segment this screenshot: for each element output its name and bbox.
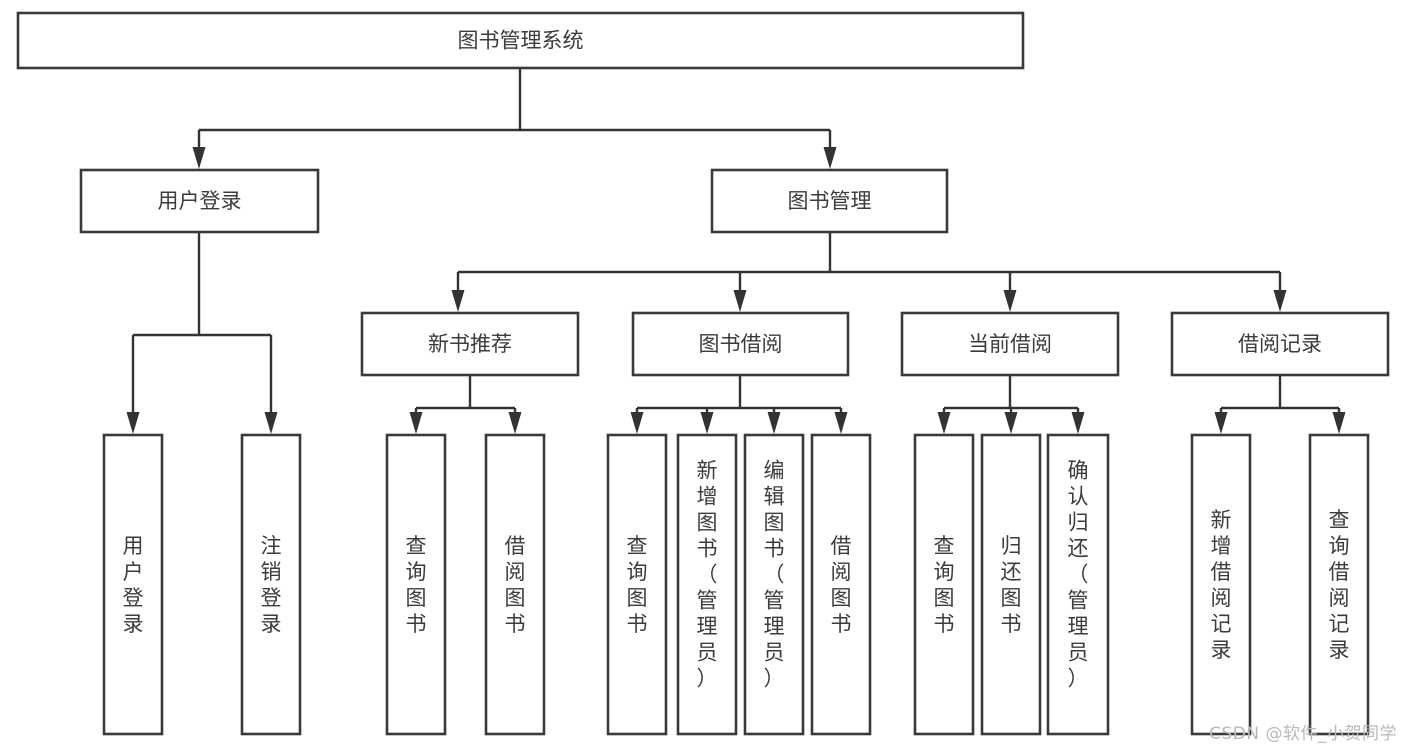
node-level3-0-label: 新书推荐 — [428, 332, 512, 356]
arrow-head-icon — [451, 290, 465, 312]
node-leaf-2[interactable]: 查询图书 — [385, 433, 447, 736]
node-leaf-6[interactable]: 编辑图书（管理员） — [743, 433, 805, 736]
node-leaf-10-label: 确认归还（管理员） — [1068, 458, 1089, 690]
node-leaf-1[interactable]: 注销登录 — [240, 433, 302, 736]
node-root-title[interactable]: 图书管理系统 — [16, 11, 1025, 70]
arrow-head-icon — [508, 412, 522, 434]
node-leaf-9[interactable]: 归还图书 — [980, 433, 1042, 736]
arrow-head-icon — [700, 412, 714, 434]
node-root-title-label: 图书管理系统 — [458, 29, 584, 53]
arrow-head-icon — [1332, 412, 1346, 434]
csdn-watermark: CSDN @软件_小贺同学 — [1209, 724, 1397, 744]
node-leaf-4[interactable]: 查询图书 — [606, 433, 668, 736]
node-level3-2-box[interactable] — [900, 311, 1120, 377]
node-leaf-5[interactable]: 新增图书（管理员） — [676, 433, 738, 736]
node-level2-0[interactable]: 用户登录 — [79, 168, 320, 234]
node-leaf-7[interactable]: 借阅图书 — [810, 433, 872, 736]
node-leaf-9-box[interactable] — [980, 433, 1042, 736]
node-leaf-10-box[interactable] — [1046, 433, 1110, 736]
arrow-head-icon — [630, 412, 644, 434]
node-level2-0-box[interactable] — [79, 168, 320, 234]
node-leaf-5-label: 新增图书（管理员） — [697, 458, 718, 690]
arrow-head-icon — [1004, 412, 1018, 434]
node-leaf-7-label: 借阅图书 — [831, 534, 852, 636]
node-leaf-4-label: 查询图书 — [627, 534, 648, 636]
node-leaf-8-box[interactable] — [913, 433, 975, 736]
node-leaf-3[interactable]: 借阅图书 — [484, 433, 546, 736]
connectors-layer — [126, 68, 1346, 434]
node-leaf-7-box[interactable] — [810, 433, 872, 736]
node-level3-3-box[interactable] — [1170, 311, 1390, 377]
node-leaf-3-box[interactable] — [484, 433, 546, 736]
node-level2-1[interactable]: 图书管理 — [710, 168, 949, 234]
node-leaf-11[interactable]: 新增借阅记录 — [1190, 433, 1252, 736]
arrow-head-icon — [834, 412, 848, 434]
node-leaf-0[interactable]: 用户登录 — [102, 433, 164, 736]
connector-group-record-to-leaves — [1214, 375, 1346, 434]
arrow-head-icon — [192, 147, 206, 169]
connector-group-root-to-level2 — [192, 68, 837, 169]
node-leaf-0-label: 用户登录 — [123, 534, 144, 636]
arrow-head-icon — [767, 412, 781, 434]
connector-group-newbook-to-leaves — [409, 375, 522, 434]
node-level3-1[interactable]: 图书借阅 — [631, 311, 850, 377]
node-level3-2-label: 当前借阅 — [968, 332, 1052, 356]
node-root-title-box[interactable] — [16, 11, 1025, 70]
node-level3-3[interactable]: 借阅记录 — [1170, 311, 1390, 377]
connector-group-bookmgmt-to-level3 — [451, 232, 1287, 312]
node-level3-3-label: 借阅记录 — [1238, 332, 1322, 356]
node-leaf-1-label: 注销登录 — [261, 534, 282, 636]
node-leaf-11-box[interactable] — [1190, 433, 1252, 736]
arrow-head-icon — [937, 412, 951, 434]
node-leaf-2-box[interactable] — [385, 433, 447, 736]
arrow-head-icon — [409, 412, 423, 434]
node-leaf-5-box[interactable] — [676, 433, 738, 736]
arrow-head-icon — [126, 412, 140, 434]
arrow-head-icon — [1273, 290, 1287, 312]
connector-group-userlogin-to-leaves — [126, 232, 278, 434]
node-leaf-4-box[interactable] — [606, 433, 668, 736]
node-level3-0-box[interactable] — [360, 311, 580, 377]
connector-group-current-to-leaves — [937, 375, 1085, 434]
node-leaf-11-label: 新增借阅记录 — [1211, 508, 1232, 662]
arrow-head-icon — [1071, 412, 1085, 434]
node-level2-0-label: 用户登录 — [158, 189, 242, 213]
node-leaf-6-box[interactable] — [743, 433, 805, 736]
connector-group-borrow-to-leaves — [630, 375, 848, 434]
arrow-head-icon — [1214, 412, 1228, 434]
node-level2-1-label: 图书管理 — [788, 189, 872, 213]
node-level3-1-box[interactable] — [631, 311, 850, 377]
arrow-head-icon — [1003, 290, 1017, 312]
node-leaf-0-box[interactable] — [102, 433, 164, 736]
node-leaf-2-label: 查询图书 — [406, 534, 427, 636]
node-leaf-8[interactable]: 查询图书 — [913, 433, 975, 736]
node-level3-1-label: 图书借阅 — [699, 332, 783, 356]
node-level3-2[interactable]: 当前借阅 — [900, 311, 1120, 377]
node-leaf-1-box[interactable] — [240, 433, 302, 736]
arrow-head-icon — [823, 147, 837, 169]
node-level2-1-box[interactable] — [710, 168, 949, 234]
node-leaf-12-label: 查询借阅记录 — [1329, 508, 1350, 662]
node-level3-0[interactable]: 新书推荐 — [360, 311, 580, 377]
node-leaf-10[interactable]: 确认归还（管理员） — [1046, 433, 1110, 736]
node-leaf-12-box[interactable] — [1308, 433, 1370, 736]
node-leaf-12[interactable]: 查询借阅记录 — [1308, 433, 1370, 736]
arrow-head-icon — [733, 290, 747, 312]
node-leaf-8-label: 查询图书 — [934, 534, 955, 636]
node-leaf-3-label: 借阅图书 — [505, 534, 526, 636]
node-leaf-9-label: 归还图书 — [1001, 534, 1022, 636]
nodes-layer: 图书管理系统用户登录图书管理新书推荐图书借阅当前借阅借阅记录用户登录注销登录查询… — [16, 11, 1390, 736]
node-leaf-6-label: 编辑图书（管理员） — [764, 458, 785, 690]
arrow-head-icon — [264, 412, 278, 434]
